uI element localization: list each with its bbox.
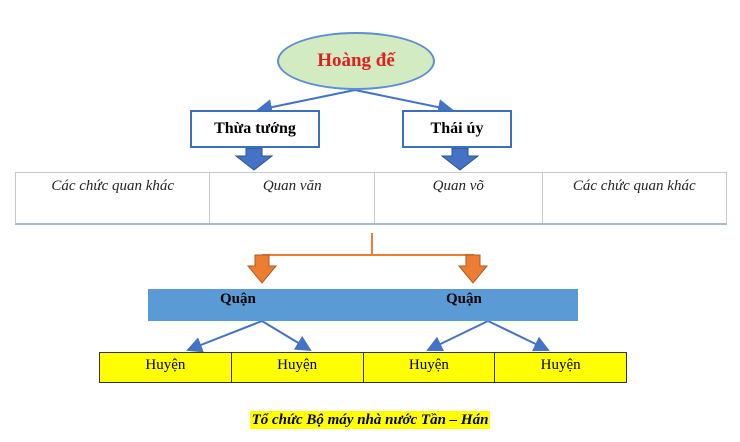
- orange-arrow-right: [457, 254, 489, 284]
- officials-table: Các chức quan khác Quan văn Quan võ Các …: [15, 172, 727, 225]
- district-cell: Huyện: [100, 353, 232, 382]
- officials-cell: Các chức quan khác: [16, 173, 211, 223]
- chancellor-node: Thừa tướng: [190, 110, 320, 148]
- chancellor-label: Thừa tướng: [214, 120, 296, 137]
- district-cell: Huyện: [232, 353, 364, 382]
- arrow-to-thai-uy: [354, 89, 454, 116]
- province-label: Quận: [446, 291, 482, 307]
- emperor-node: Hoàng đế: [277, 32, 435, 90]
- emperor-label: Hoàng đế: [317, 50, 395, 71]
- arrow-quan1-huyen2: [261, 320, 312, 352]
- arrow-to-thua-tuong: [256, 89, 356, 116]
- commander-node: Thái úy: [402, 110, 512, 148]
- commander-label: Thái úy: [430, 120, 484, 137]
- officials-cell: Các chức quan khác: [572, 178, 696, 194]
- officials-cell: Quan văn: [210, 173, 375, 223]
- block-arrow-thai-uy: [440, 147, 480, 171]
- diagram-caption: Tổ chức Bộ máy nhà nước Tần – Hán: [0, 411, 740, 429]
- arrow-quan1-huyen1: [186, 320, 263, 353]
- districts-table: Huyện Huyện Huyện Huyện: [99, 352, 627, 383]
- arrow-quan2-huyen3: [426, 320, 489, 352]
- orange-arrow-left: [246, 254, 278, 284]
- caption-text: Tổ chức Bộ máy nhà nước Tần – Hán: [249, 411, 491, 429]
- arrow-quan2-huyen4: [487, 320, 550, 352]
- district-cell: Huyện: [364, 353, 496, 382]
- block-arrow-thua-tuong: [234, 147, 274, 171]
- province-band: [148, 289, 578, 321]
- district-cell: Huyện: [540, 357, 581, 373]
- province-label: Quận: [220, 291, 256, 307]
- officials-cell: Quan võ: [375, 173, 543, 223]
